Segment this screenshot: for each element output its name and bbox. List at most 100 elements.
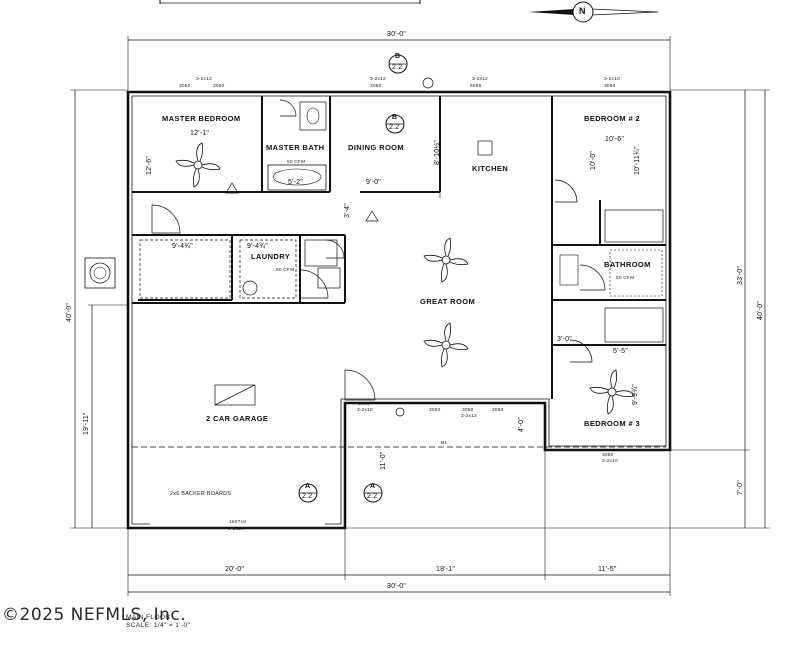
plan-scale: SCALE: 1/4" = 1'-0" [126,622,191,629]
closet-master [139,239,231,299]
fan-great-room-2 [423,322,469,368]
ac-unit [84,257,116,289]
dim-ticks [70,36,770,596]
win-10: 3050 [602,453,614,458]
room-dining: DINING ROOM [348,143,405,152]
ac-fan [89,262,111,284]
section-a-right-letter: A [370,483,376,490]
win-1-b: 3050 [179,84,191,89]
win-9-b: 3-2x10 [357,408,373,413]
note-backer-boards: 2x6 BACKER BOARDS [170,491,232,497]
hose-bib-top [422,77,434,89]
bathtub-master [267,164,327,191]
room-master-bedroom: MASTER BEDROOM [162,114,241,123]
note-triangles [225,182,379,222]
sink-master [306,107,320,125]
dim-bath-width-2: 3'-0" [557,336,572,343]
overall-dim-bottom-a: 20'-0" [225,566,245,573]
garage-diagonal [214,384,256,406]
dim-porch: 4'-0" [518,417,525,432]
dim-garage-side: 11'-0" [380,451,387,470]
closet-laundry [239,239,297,299]
room-master-bath: MASTER BATH [266,143,325,152]
dim-dining-width: 9'-0" [366,179,381,186]
win-8: 3050 [492,408,504,413]
closet-bed2 [604,209,664,243]
room-bathroom: BATHROOM [604,260,651,269]
washer [304,239,338,267]
win-1-a: 3-2x12 [196,77,212,82]
water-heater [214,384,256,406]
win-7: 3050 [462,408,474,413]
win-5-a: 3-2x10 [604,77,620,82]
fan-great-room-1 [423,237,469,283]
plan-title: MAIN FLOOR [126,614,171,621]
win-8-b: 3-2x12 [461,414,477,419]
dim-closet-2: 9'-4¾" [247,243,268,250]
win-6: 3050 [429,408,441,413]
overall-dim-right-a: 33'-0" [737,265,744,285]
win-3-b: 6068 [470,84,482,89]
overall-dim-bottom-b: 18'-1" [436,566,456,573]
garage-door-size: 160710 [229,520,247,525]
overall-dim-right-c: 7'-0" [737,480,744,495]
dim-bed2-height-2: 10'-11¾" [634,146,641,175]
section-b-mid-num: 2.2 [389,124,400,131]
win-2-a: 3-2x12 [370,77,386,82]
toilet-laundry [242,280,258,296]
note-cfm-bath: 50 CFM [287,160,306,165]
section-b-top-letter: B [395,53,401,60]
dim-garage-height: 19'-11" [83,412,90,435]
dim-master-height: 12'-6" [146,155,153,175]
door-swings [151,99,606,401]
win-10-b: 3-2x10 [602,459,618,464]
room-great-room: GREAT ROOM [420,297,476,306]
section-a-right-num: 2.2 [367,493,378,500]
overall-dim-top: 30'-0" [387,31,407,38]
bathtub-basin [272,168,322,186]
section-marker-b-top [388,54,408,74]
note-cfm-laundry: 50 CFM [276,268,295,273]
watermark: ©2025 NEFMLS, Inc. [2,605,187,625]
section-b-top-num: 2.2 [392,64,403,71]
win-2-b: 3050 [213,84,225,89]
bath-tub-2 [609,249,663,297]
overall-dim-bottom-c: 11'-5" [598,566,617,573]
dim-hall: 3'-4" [344,203,351,218]
dryer [317,267,341,289]
fan-master [175,142,221,188]
bathroom-vanity [559,254,579,286]
win-3-a: 3-2x12 [472,77,488,82]
section-marker-a-right [363,483,383,503]
win-5-b: 3050 [604,84,616,89]
overall-dim-bottom: 30'-0" [387,583,407,590]
dim-bed3-height: 9'-9¾" [632,384,639,405]
overall-dim-left: 40'-0" [66,302,73,322]
room-garage: 2 CAR GARAGE [206,414,269,423]
room-laundry: LAUNDRY [251,252,291,261]
closet-bed3 [604,307,664,343]
dim-bed2-height-1: 10'-0" [590,150,597,170]
kitchen-counter [360,191,441,198]
dim-bed2-width: 10'-6" [605,136,625,143]
ceiling-fans [175,142,635,415]
dim-bath-width: 5'-2" [288,179,303,186]
garage-door-header: 3-2x14 [228,527,244,532]
dim-dining-height: 8'-10½" [434,139,441,165]
section-a-left-letter: A [305,483,311,490]
section-marker-a-left [298,483,318,503]
dim-master-width: 12'-1" [190,130,210,137]
note-beam: B1 [441,441,448,446]
exterior-wall [126,90,672,530]
room-bedroom-3: BEDROOM # 3 [584,419,641,428]
fan-bedroom-3 [589,369,635,415]
dim-closet-1: 9'-4¾" [172,243,193,250]
exterior-wall-inner [131,95,667,525]
north-arrow [528,1,659,23]
section-marker-b-mid [385,114,405,134]
win-9: 3068 [358,402,370,407]
room-kitchen: KITCHEN [472,164,509,173]
vanity-master [299,101,327,131]
win-dining: 3050 [370,84,382,89]
